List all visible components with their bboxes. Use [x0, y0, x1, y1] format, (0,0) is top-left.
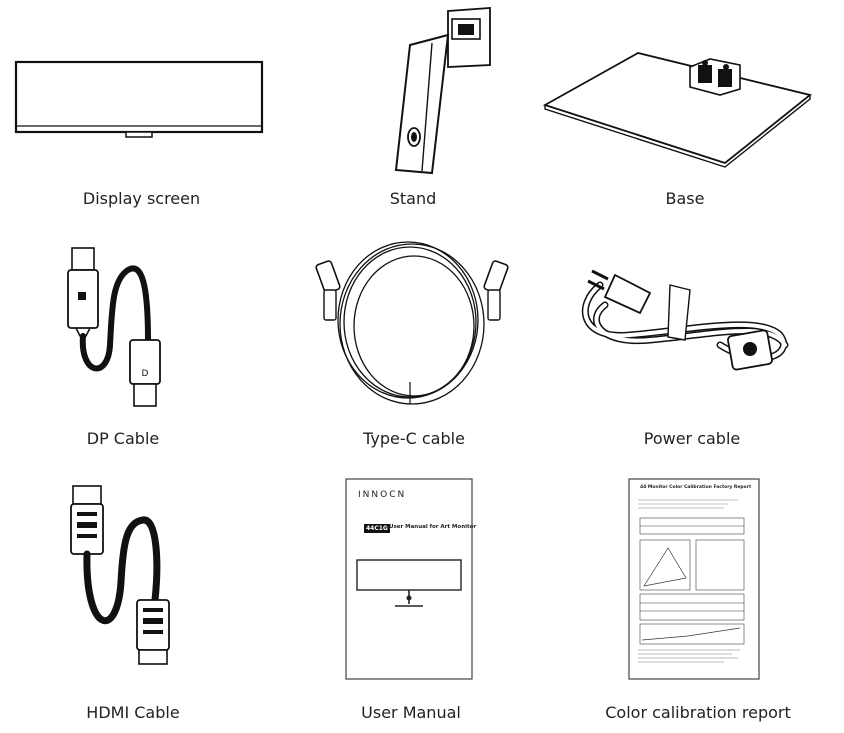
dp-cable-image: D: [50, 240, 170, 415]
type-c-cable-image: [310, 232, 515, 412]
hdmi-cable-image: [65, 482, 175, 667]
user-manual-image: [345, 478, 473, 680]
report-title: 44 Monitor Color Calibration Factory Rep…: [640, 485, 752, 490]
item-label-base: Base: [665, 189, 705, 208]
manual-brand: INNOCN: [358, 490, 407, 500]
item-label-display-screen: Display screen: [82, 189, 201, 208]
display-screen-image: [14, 60, 264, 145]
item-label-stand: Stand: [389, 189, 437, 208]
item-label-power-cable: Power cable: [643, 429, 741, 448]
color-calibration-report-image: [628, 478, 760, 680]
stand-image: [390, 5, 500, 175]
base-image: [540, 45, 815, 170]
item-label-dp-cable: DP Cable: [86, 429, 160, 448]
item-label-hdmi-cable: HDMI Cable: [86, 703, 180, 722]
item-label-color-calibration-report: Color calibration report: [605, 703, 791, 722]
manual-title: User Manual for Art Monitor: [389, 524, 477, 530]
power-cable-image: [570, 245, 800, 390]
manual-model-badge: 44C1G: [364, 524, 390, 533]
item-label-type-c-cable: Type-C cable: [363, 429, 465, 448]
svg-text:D: D: [142, 369, 149, 379]
item-label-user-manual: User Manual: [361, 703, 461, 722]
